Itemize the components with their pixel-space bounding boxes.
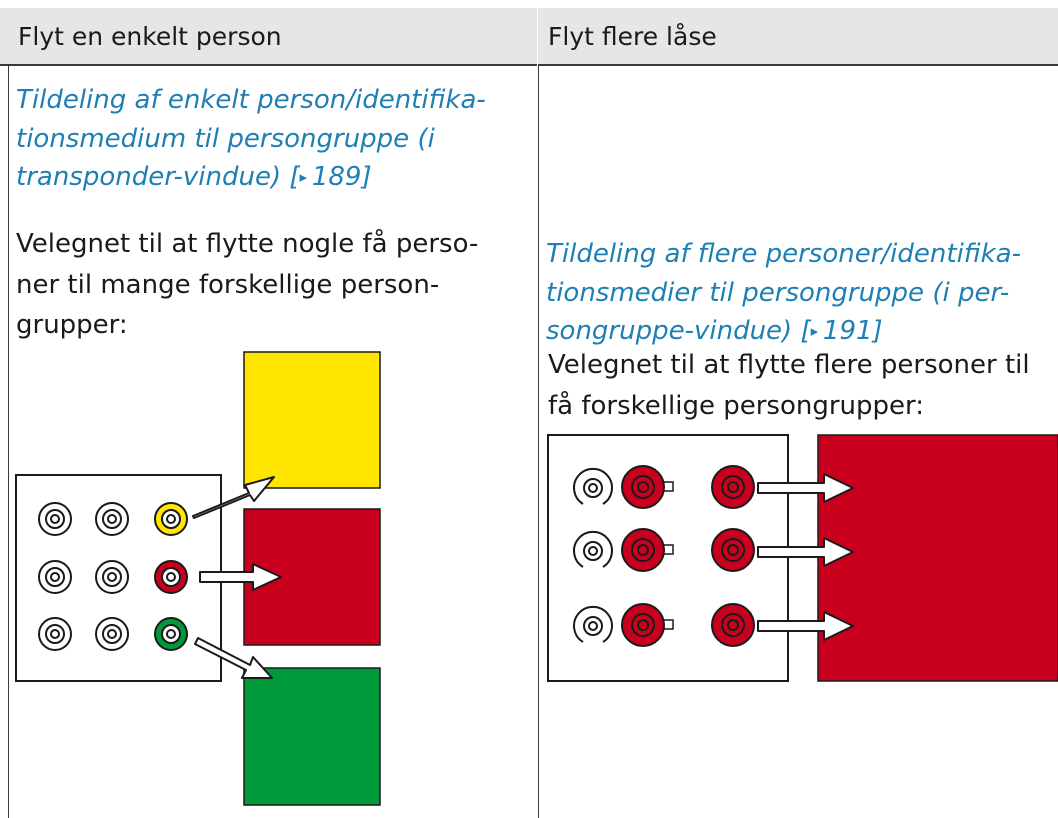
link-single-person-assignment[interactable]: Tildeling af enkelt person/identifika- t… xyxy=(16,81,486,197)
left-description: Velegnet til at flytte nogle få perso- n… xyxy=(16,229,479,340)
link-line: tionsmedium til persongruppe (i xyxy=(16,123,435,154)
white-token-icon xyxy=(95,617,129,651)
arrow-to-red-icon xyxy=(199,563,282,591)
red-token-icon xyxy=(711,528,755,572)
page-arrow-icon: ▸ xyxy=(810,322,823,340)
link-line: songruppe-vindue) [▸ 191] xyxy=(546,316,883,346)
yellow-token-icon xyxy=(154,502,188,536)
yellow-group-box xyxy=(243,351,381,489)
arrow-right-icon xyxy=(757,611,854,641)
white-key-icon xyxy=(573,605,613,643)
link-line: Tildeling af enkelt person/identifika- xyxy=(16,85,486,115)
link-line: Tildeling af flere personer/identifika- xyxy=(546,239,1021,269)
header-multiple-locks: Flyt flere låse xyxy=(548,22,717,51)
arrow-right-icon xyxy=(757,537,854,567)
green-group-box xyxy=(243,667,381,806)
white-token-icon xyxy=(38,617,72,651)
link-line: transponder-vindue) [▸ 189] xyxy=(16,162,372,192)
red-token-icon xyxy=(621,465,665,509)
red-token-icon xyxy=(621,603,665,647)
white-token-icon xyxy=(95,560,129,594)
single-person-illustration xyxy=(15,351,381,806)
red-token-icon xyxy=(711,465,755,509)
white-token-icon xyxy=(95,502,129,536)
arrow-to-green-icon xyxy=(194,637,273,679)
arrow-right-icon xyxy=(757,473,854,503)
green-token-icon xyxy=(154,617,188,651)
white-token-icon xyxy=(38,560,72,594)
link-line: tionsmedier til persongruppe (i per- xyxy=(546,277,1010,308)
link-multiple-persons-assignment[interactable]: Tildeling af flere personer/identifika- … xyxy=(546,235,1021,351)
white-key-icon xyxy=(573,467,613,505)
red-token-icon xyxy=(711,603,755,647)
arrow-to-yellow-icon xyxy=(192,476,275,519)
white-token-icon xyxy=(38,502,72,536)
right-description: Velegnet til at flytte flere personer ti… xyxy=(548,350,1030,421)
red-token-icon xyxy=(154,560,188,594)
table-border-left xyxy=(8,66,9,818)
red-group-box xyxy=(817,434,1058,682)
white-key-icon xyxy=(573,530,613,568)
column-divider xyxy=(538,66,539,818)
page-arrow-icon: ▸ xyxy=(299,168,312,186)
table-header: Flyt en enkelt person Flyt flere låse xyxy=(0,8,1058,66)
multiple-persons-illustration xyxy=(547,434,1058,682)
header-single-person: Flyt en enkelt person xyxy=(18,22,282,51)
header-divider xyxy=(537,8,538,66)
red-token-icon xyxy=(621,528,665,572)
